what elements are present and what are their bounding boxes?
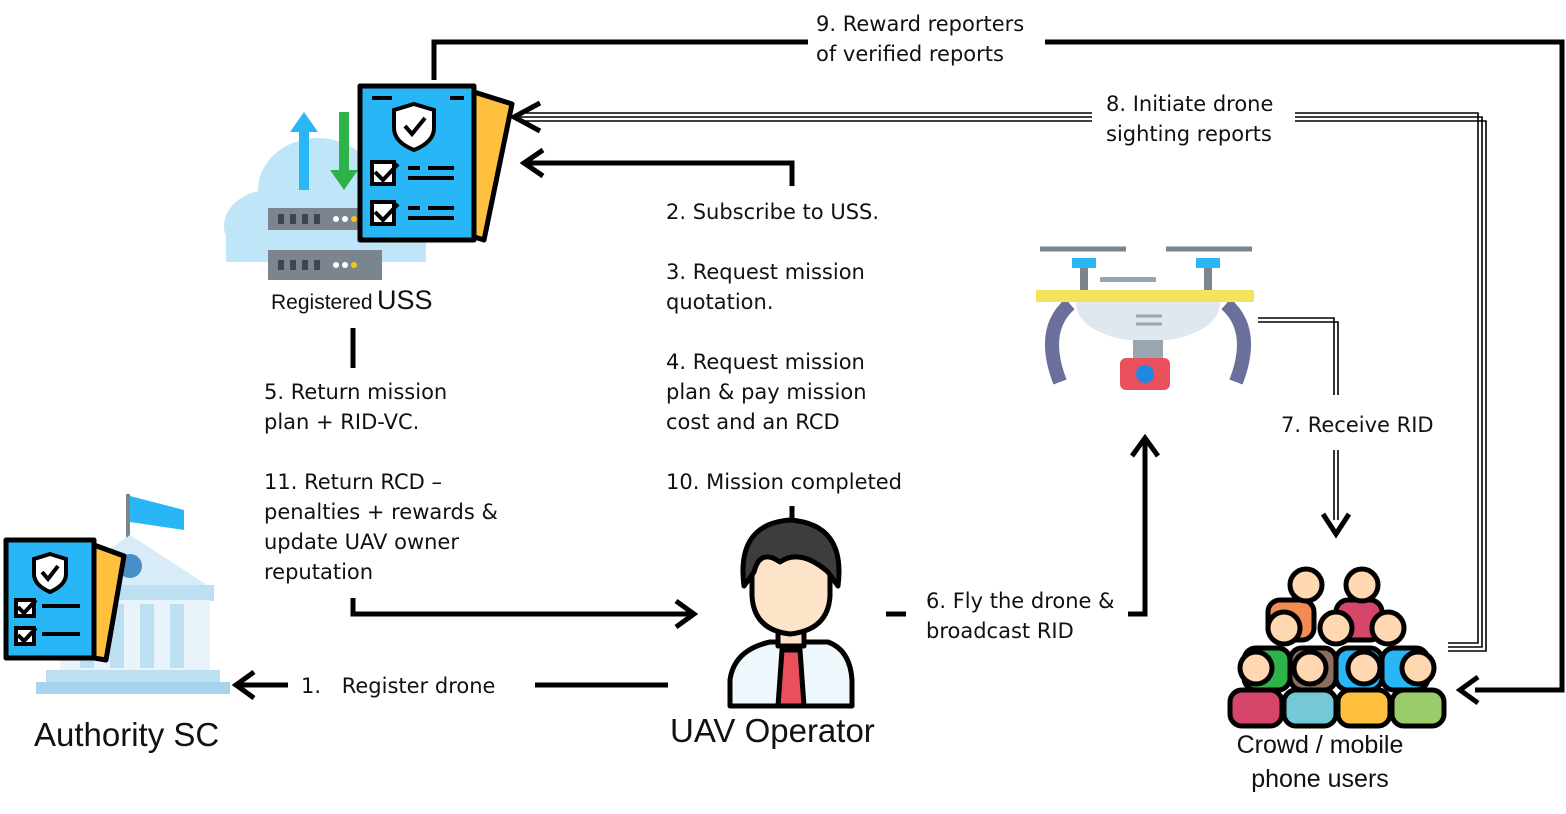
step-9-label: 9. Reward reporters of verified reports <box>816 9 1024 69</box>
shield-document-icon <box>357 83 515 243</box>
shield-document-icon <box>3 537 127 663</box>
step-3-label: 3. Request mission quotation. <box>666 257 865 317</box>
crowd-label-line2: phone users <box>1251 765 1389 793</box>
crowd-label: Crowd / mobile phone users <box>1230 728 1410 796</box>
step-1-text: Register drone <box>341 674 496 698</box>
step-11-line: 11. Return RCD – <box>264 470 442 494</box>
crowd-icon <box>1227 566 1447 729</box>
step-6-line: 6. Fly the drone & <box>926 589 1115 613</box>
edge-11-arrowhead <box>674 598 699 630</box>
step-9-line: of verified reports <box>816 42 1004 66</box>
step-4-label: 4. Request mission plan & pay mission co… <box>666 347 867 437</box>
drone-icon <box>1036 246 1254 390</box>
step-4-line: 4. Request mission <box>666 350 865 374</box>
uss-label-small: Registered <box>271 291 373 314</box>
uss-label: Registered USS <box>271 285 433 316</box>
step-5-line: plan + RID-VC. <box>264 410 420 434</box>
edge-7-receive-rid <box>1258 317 1339 520</box>
uss-label-big: USS <box>377 285 433 315</box>
upload-arrow-icon <box>290 112 318 190</box>
edge-6-fly <box>1128 440 1148 617</box>
connectors <box>231 39 1565 706</box>
step-11-line: reputation <box>264 560 374 584</box>
edge-7-arrowhead <box>1320 512 1352 539</box>
step-6-label: 6. Fly the drone & broadcast RID <box>926 586 1115 646</box>
edge-8-sighting <box>520 112 1487 652</box>
step-5-line: 5. Return mission <box>264 380 448 404</box>
step-2-label: 2. Subscribe to USS. <box>666 200 880 224</box>
edge-9-reward <box>1045 39 1565 693</box>
step-7-label: 7. Receive RID <box>1281 413 1434 437</box>
step-4-line: cost and an RCD <box>666 410 840 434</box>
step-5-label: 5. Return mission plan + RID-VC. <box>264 377 447 437</box>
edge-2-subscribe <box>526 160 795 186</box>
edge-1-arrowhead <box>231 669 256 701</box>
step-9-line: 9. Reward reporters <box>816 12 1025 36</box>
edge-6-arrowhead <box>1129 433 1161 458</box>
edge-8-arrowhead <box>508 100 542 134</box>
step-11-line: update UAV owner <box>264 530 459 554</box>
operator-avatar-icon <box>727 517 855 709</box>
edge-2-arrowhead <box>519 147 545 179</box>
step-11-line: penalties + rewards & <box>264 500 498 524</box>
authority-label: Authority SC <box>34 716 220 753</box>
step-1-number: 1. <box>301 674 322 698</box>
edge-11-return <box>350 598 690 617</box>
step-8-line: sighting reports <box>1106 122 1272 146</box>
step-1-label: 1. Register drone <box>301 671 495 701</box>
operator-label: UAV Operator <box>670 712 875 749</box>
step-6-line: broadcast RID <box>926 619 1074 643</box>
edge-9-arrowhead <box>1455 674 1480 706</box>
step-4-line: plan & pay mission <box>666 380 867 404</box>
step-8-line: 8. Initiate drone <box>1106 92 1274 116</box>
edge-9-reward-left <box>431 39 808 80</box>
step-8-label: 8. Initiate drone sighting reports <box>1106 89 1273 149</box>
flag-icon <box>130 496 184 530</box>
download-arrow-icon <box>330 112 358 190</box>
step-3-line: quotation. <box>666 290 774 314</box>
step-10-label: 10. Mission completed <box>666 470 902 494</box>
step-11-label: 11. Return RCD – penalties + rewards & u… <box>264 467 498 587</box>
step-3-line: 3. Request mission <box>666 260 865 284</box>
crowd-label-line1: Crowd / mobile <box>1236 731 1404 759</box>
